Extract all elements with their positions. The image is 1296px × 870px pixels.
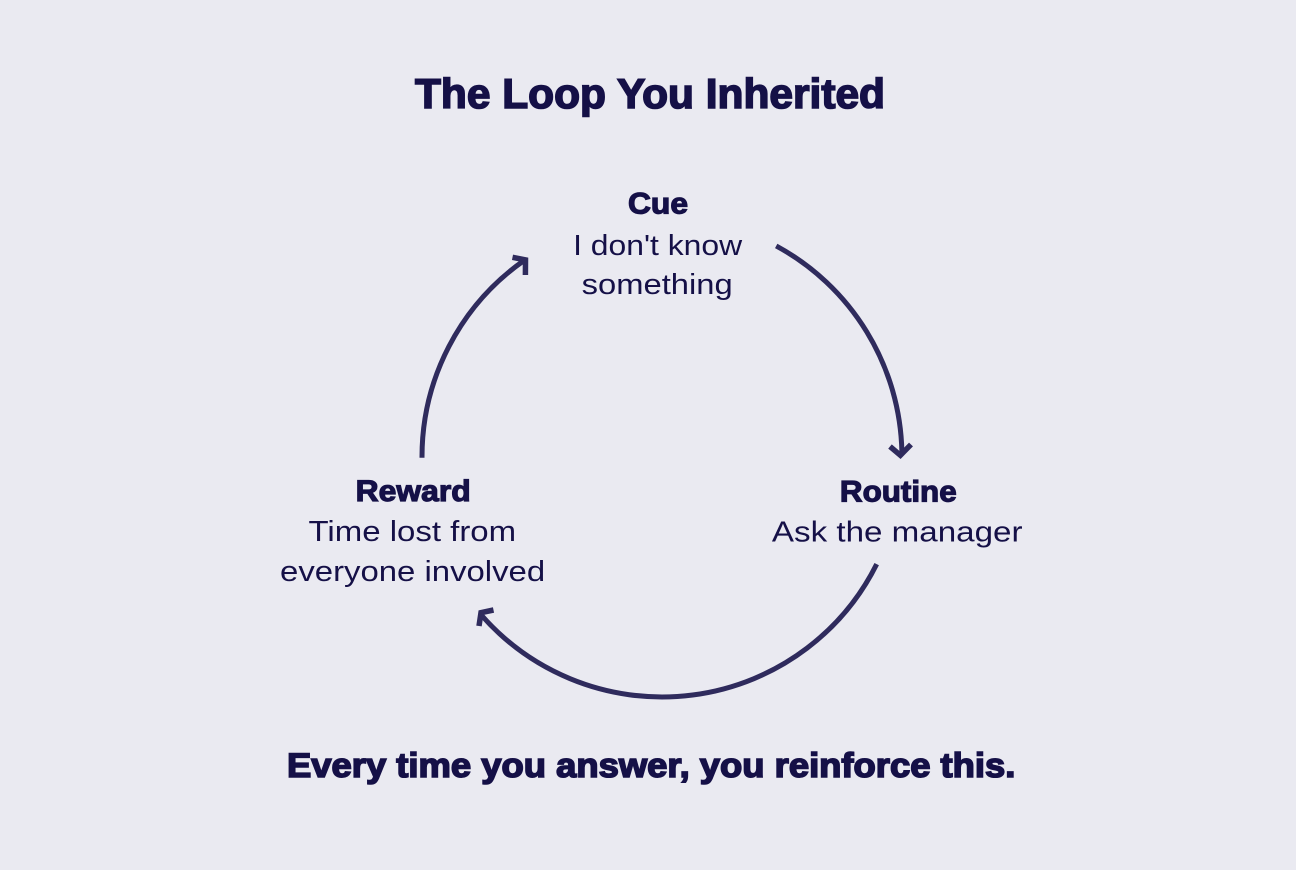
svg-text:something: something — [582, 269, 733, 301]
svg-text:Reward: Reward — [356, 475, 471, 508]
svg-text:Cue: Cue — [628, 188, 688, 221]
svg-text:I don't know: I don't know — [573, 230, 743, 262]
svg-text:Time lost from: Time lost from — [309, 516, 517, 548]
svg-text:Ask the manager: Ask the manager — [772, 516, 1023, 548]
svg-text:Every time you answer, you rei: Every time you answer, you reinforce thi… — [287, 747, 1015, 785]
svg-text:Routine: Routine — [840, 476, 957, 509]
svg-text:The Loop You Inherited: The Loop You Inherited — [415, 70, 885, 117]
svg-text:everyone involved: everyone involved — [280, 556, 545, 588]
